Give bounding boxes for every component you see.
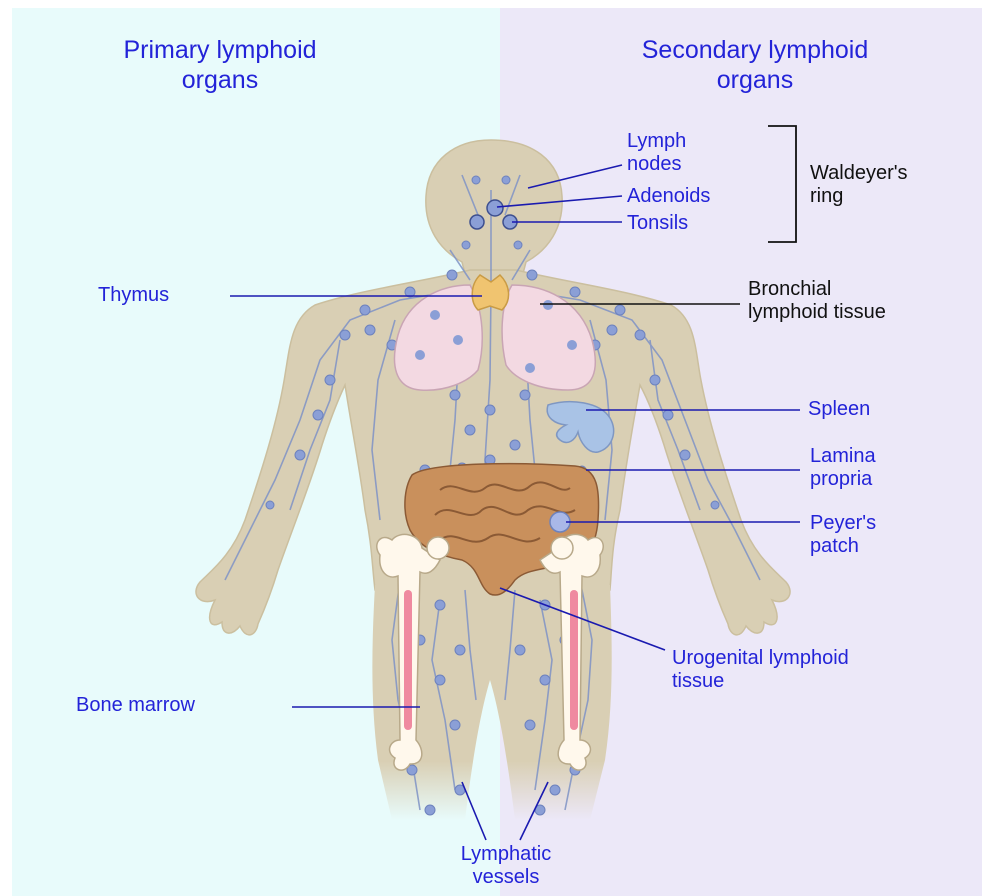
secondary-organs-header: Secondary lymphoid organs [560, 35, 950, 95]
bronchial-lymphoid-tissue-label: Bronchial lymphoid tissue [748, 278, 886, 324]
bone-marrow-label: Bone marrow [76, 694, 195, 717]
lamina-propria-label: Lamina propria [810, 445, 876, 491]
waldeyers-ring-label: Waldeyer's ring [810, 162, 908, 208]
lymphatic-vessels-label: Lymphatic vessels [426, 843, 586, 889]
primary-organs-header: Primary lymphoid organs [50, 35, 390, 95]
lymph-nodes-label: Lymph nodes [627, 130, 686, 176]
spleen-label: Spleen [808, 398, 870, 421]
thymus-label: Thymus [98, 284, 169, 307]
peyers-patch-label: Peyer's patch [810, 512, 876, 558]
urogenital-lymphoid-tissue-label: Urogenital lymphoid tissue [672, 647, 849, 693]
adenoids-label: Adenoids [627, 185, 710, 208]
waldeyers-ring-bracket [768, 126, 796, 242]
tonsils-label: Tonsils [627, 212, 688, 235]
